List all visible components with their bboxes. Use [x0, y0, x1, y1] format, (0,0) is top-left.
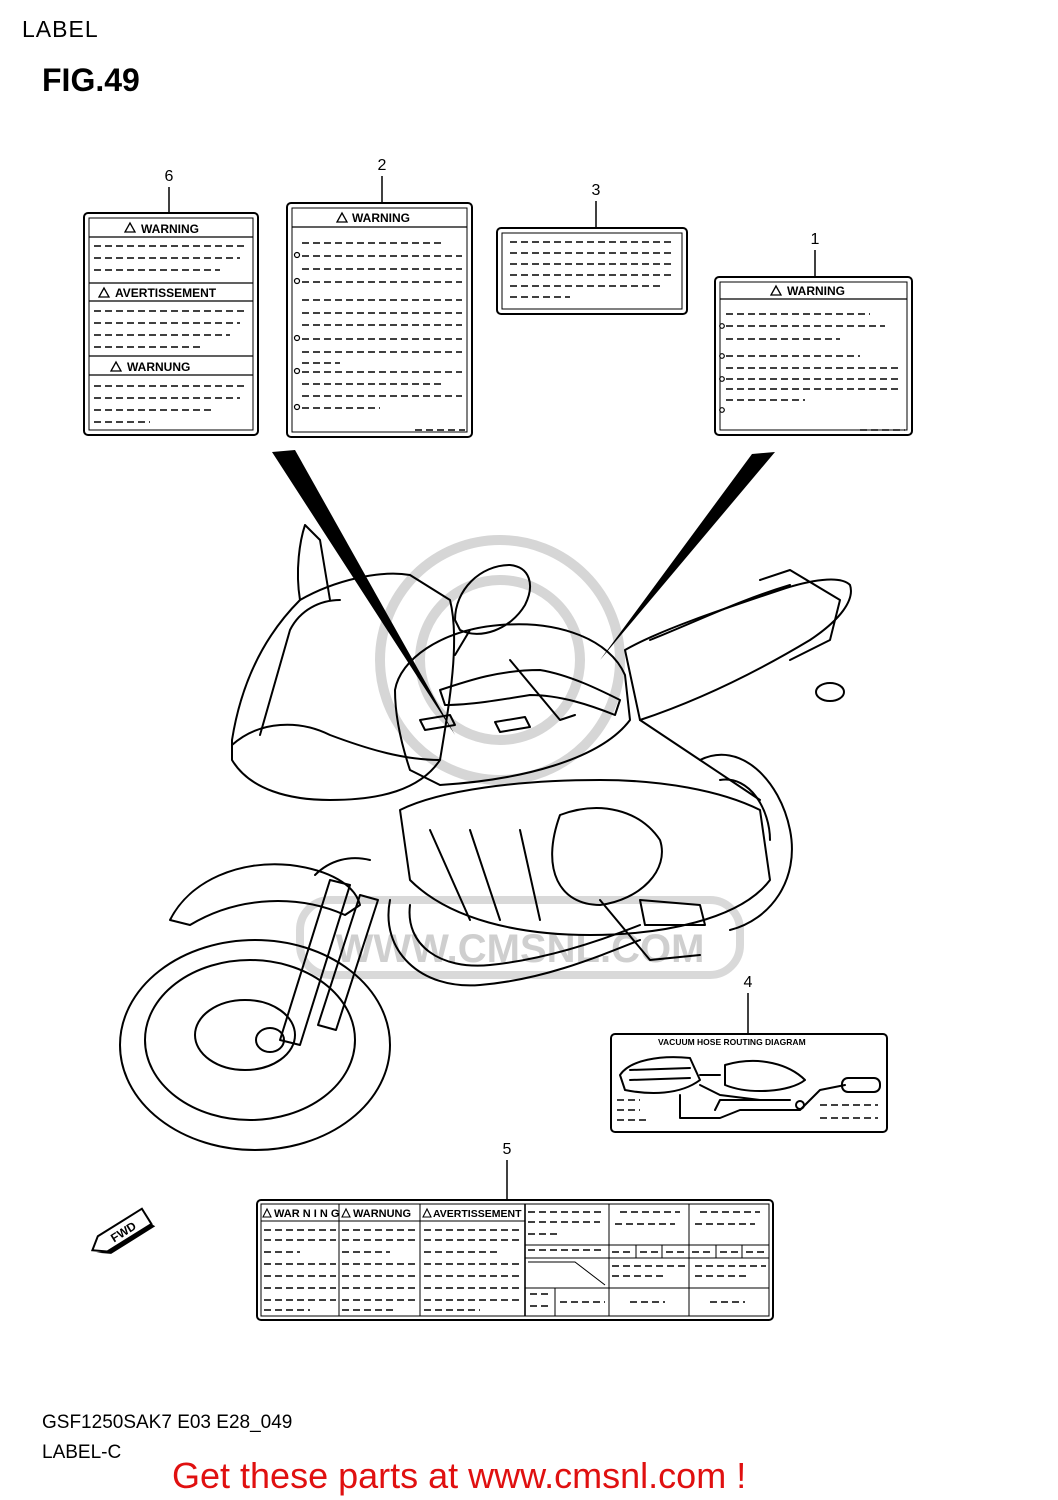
bullet-dot-icon — [719, 353, 725, 359]
figure-number: FIG.49 — [42, 62, 140, 98]
bullet-dot-icon — [293, 251, 301, 259]
label5-warning-fr: AVERTISSEMENT — [433, 1208, 522, 1220]
label-2[interactable]: 2 WARNING — [286, 157, 473, 438]
fwd-arrow-icon: FWD — [90, 1207, 156, 1254]
bullet-dot-icon — [719, 323, 725, 329]
label-4[interactable]: 4 VACUUM HOSE ROUTING DIAGRAM — [610, 974, 888, 1133]
label6-warning-fr: AVERTISSEMENT — [115, 286, 217, 300]
label1-warning: WARNING — [787, 284, 845, 298]
warning-triangle-icon — [422, 1207, 432, 1218]
label5-warning-de: WARNUNG — [353, 1208, 411, 1220]
label-1[interactable]: 1 WARNING — [714, 231, 913, 436]
callout-2: 2 — [378, 157, 387, 174]
pointer-wedge-right — [600, 452, 775, 660]
diagram-subtitle: LABEL-C — [42, 1442, 122, 1463]
warning-triangle-icon — [769, 284, 783, 296]
section-title: LABEL — [22, 16, 99, 42]
diagram-code: GSF1250SAK7 E03 E28_049 — [42, 1412, 293, 1433]
promo-link[interactable]: Get these parts at www.cmsnl.com ! — [172, 1455, 747, 1496]
label4-title: VACUUM HOSE ROUTING DIAGRAM — [658, 1037, 806, 1047]
bullet-dot-icon — [293, 334, 301, 342]
warning-triangle-icon — [123, 221, 137, 233]
warning-triangle-icon — [335, 211, 349, 223]
bullet-dot-icon — [719, 376, 725, 382]
bullet-dot-icon — [719, 407, 725, 413]
warning-triangle-icon — [262, 1207, 272, 1218]
warning-triangle-icon — [341, 1207, 351, 1218]
callout-1: 1 — [811, 231, 820, 248]
vacuum-hose-schematic — [619, 1056, 881, 1119]
label-6[interactable]: 6 WARNING AVERTISSEMENT WARNUNG — [83, 168, 259, 436]
callout-5: 5 — [503, 1141, 512, 1158]
bullet-dot-icon — [293, 367, 301, 375]
warning-triangle-icon — [97, 286, 111, 298]
callout-6: 6 — [165, 168, 174, 185]
label-3[interactable]: 3 — [496, 182, 688, 315]
label5-warning-en: WAR N I N G — [274, 1208, 339, 1220]
label-5[interactable]: 5 WAR N I N G WARNUNG AVERTISSEMENT — [256, 1141, 774, 1321]
label6-warning-en: WARNING — [141, 222, 199, 236]
label2-warning: WARNING — [352, 211, 410, 225]
motorcycle-illustration — [119, 524, 852, 1151]
callout-4: 4 — [744, 974, 753, 991]
bullet-dot-icon — [293, 277, 301, 285]
watermark: WWW.CMSNL.COM — [296, 535, 744, 979]
bullet-dot-icon — [293, 403, 301, 411]
callout-3: 3 — [592, 182, 601, 199]
label6-warning-de: WARNUNG — [127, 360, 190, 374]
warning-triangle-icon — [109, 360, 123, 372]
